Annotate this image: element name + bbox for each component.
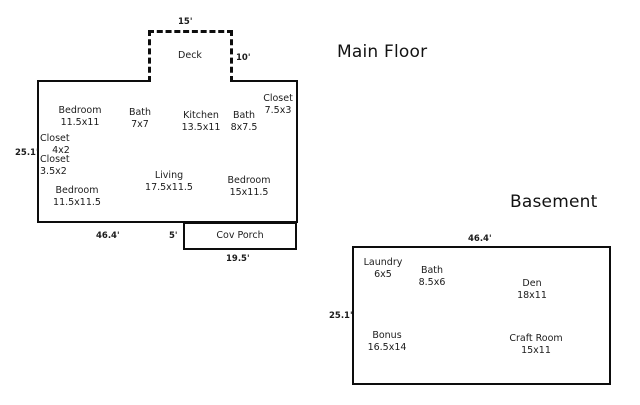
room-name: Closet (40, 154, 70, 165)
room-name: Bedroom (58, 105, 102, 116)
room-bedroom-back-left: Bedroom 11.5x11.5 (38, 185, 116, 208)
room-craft-room: Craft Room 15x11 (500, 333, 572, 356)
deck-opening-mask (151, 79, 230, 82)
room-living: Living 17.5x11.5 (136, 170, 202, 193)
main-floor-bottom-dimension: 46.4' (96, 231, 120, 241)
room-deck-name: Deck (178, 50, 202, 61)
porch-bottom-dimension: 19.5' (226, 254, 250, 264)
basement-outline (352, 246, 611, 385)
room-bath-left: Bath 7x7 (118, 107, 162, 130)
room-dims: 15x11.5 (229, 186, 269, 198)
room-name: Closet (263, 93, 293, 104)
room-dims: 17.5x11.5 (145, 181, 193, 193)
room-dims: 7x7 (131, 118, 149, 130)
porch-gap-dimension: 5' (169, 231, 178, 241)
room-closet-upper-left: Closet 4x2 (40, 133, 82, 156)
room-name: Bath (232, 110, 256, 121)
basement-top-dimension: 46.4' (468, 234, 492, 244)
room-name: Bedroom (55, 185, 99, 196)
room-dims: 13.5x11 (181, 121, 221, 133)
room-name: Kitchen (183, 110, 219, 121)
room-name: Closet (40, 133, 70, 144)
room-closet-top-right: Closet 7.5x3 (256, 93, 300, 116)
room-dims: 15x11 (521, 344, 551, 356)
room-laundry: Laundry 6x5 (357, 257, 409, 280)
room-bath-right: Bath 8x7.5 (223, 110, 265, 133)
room-kitchen: Kitchen 13.5x11 (170, 110, 232, 133)
room-name: Den (522, 278, 542, 289)
deck-height-dimension: 10' (236, 53, 251, 63)
room-bedroom-right: Bedroom 15x11.5 (218, 175, 280, 198)
main-floor-title: Main Floor (337, 42, 428, 62)
room-closet-lower-left: Closet 3.5x2 (40, 154, 82, 177)
room-basement-bath: Bath 8.5x6 (408, 265, 456, 288)
room-name: Bonus (372, 330, 402, 341)
room-name: Laundry (363, 257, 403, 268)
room-name: Cov Porch (216, 230, 264, 241)
room-dims: 6x5 (374, 268, 392, 280)
room-dims: 8.5x6 (418, 276, 446, 288)
room-name: Bath (420, 265, 444, 276)
room-bedroom-front-left: Bedroom 11.5x11 (40, 105, 120, 128)
room-dims: 8x7.5 (230, 121, 258, 133)
room-dims: 3.5x2 (40, 165, 67, 177)
room-name: Craft Room (509, 333, 563, 344)
cov-porch-outline (183, 222, 297, 250)
room-dims: 4x2 (52, 144, 70, 156)
room-dims: 7.5x3 (264, 104, 292, 116)
room-name: Bath (128, 107, 152, 118)
room-cov-porch: Cov Porch (200, 230, 280, 242)
room-deck: Deck (160, 50, 220, 62)
room-dims: 18x11 (517, 289, 547, 301)
room-den: Den 18x11 (508, 278, 556, 301)
basement-left-dimension: 25.1' (329, 311, 353, 321)
room-name: Bedroom (227, 175, 271, 186)
room-dims: 16.5x14 (367, 341, 407, 353)
room-name: Living (154, 170, 184, 181)
room-dims: 11.5x11.5 (53, 196, 101, 208)
room-dims: 11.5x11 (60, 116, 100, 128)
room-bonus: Bonus 16.5x14 (358, 330, 416, 353)
deck-width-dimension: 15' (178, 17, 193, 27)
basement-title: Basement (510, 192, 598, 212)
main-floor-left-dimension: 25.1' (15, 148, 39, 158)
